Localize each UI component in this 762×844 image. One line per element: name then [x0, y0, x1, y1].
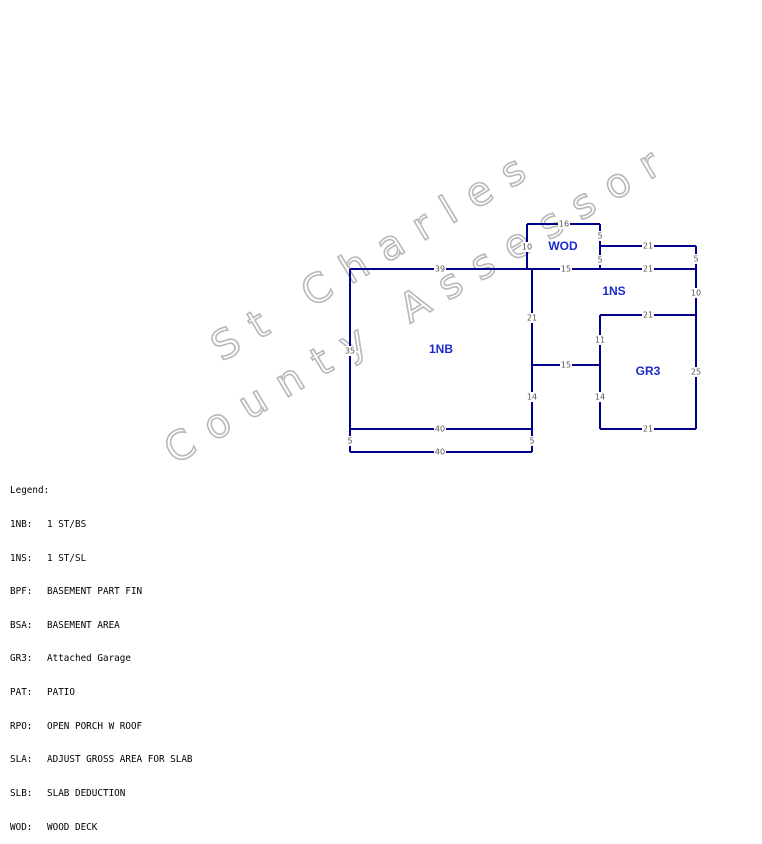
legend-desc: Attached Garage [47, 653, 131, 665]
dim-nb-left: 35 [344, 346, 356, 356]
svg-text:21: 21 [643, 425, 653, 434]
svg-text:21: 21 [643, 265, 653, 274]
legend-item: GR3: Attached Garage [10, 653, 193, 664]
legend-item: RPO: OPEN PORCH W ROOF [10, 721, 193, 732]
watermark-line-2: County Assessor [156, 132, 682, 473]
legend-code: WOD: [10, 821, 33, 833]
svg-text:21: 21 [643, 311, 653, 320]
dim-ext-left: 5 [346, 436, 354, 446]
legend-code: PAT: [10, 687, 33, 699]
legend-desc: ADJUST GROSS AREA FOR SLAB [47, 754, 193, 766]
legend-code: RPO: [10, 720, 33, 732]
legend-desc: WOOD DECK [47, 821, 98, 833]
dim-wod-left: 10 [521, 242, 533, 252]
dim-gr-left-upper: 11 [594, 335, 606, 345]
legend-code: BPF: [10, 586, 33, 598]
legend-desc: OPEN PORCH W ROOF [47, 720, 143, 732]
svg-text:15: 15 [561, 265, 571, 274]
area-labels: 1NB 1NS WOD GR3 [429, 239, 661, 378]
legend-code: SLA: [10, 754, 33, 766]
svg-text:5: 5 [693, 255, 698, 264]
svg-text:14: 14 [527, 393, 537, 402]
legend-code: GR3: [10, 653, 33, 665]
dim-gr-left-lower: 14 [594, 392, 606, 402]
svg-text:5: 5 [597, 256, 602, 265]
legend-item: WOD: WOOD DECK [10, 822, 193, 833]
legend-desc: SLAB DEDUCTION [47, 787, 126, 799]
dim-wod-right-lower: 5 [596, 255, 604, 265]
dim-mid-21: 21 [642, 264, 654, 274]
dim-gr-right: 25 [690, 367, 702, 377]
dim-ext-bottom: 40 [434, 447, 446, 457]
legend-desc: PATIO [47, 687, 75, 699]
svg-text:21: 21 [643, 242, 653, 251]
legend-item: SLB: SLAB DEDUCTION [10, 788, 193, 799]
area-label-1ns: 1NS [602, 284, 625, 298]
legend-desc: BASEMENT AREA [47, 619, 120, 631]
dim-nb-top: 39 [434, 264, 446, 274]
legend-code: 1NS: [10, 552, 33, 564]
area-label-1nb: 1NB [429, 342, 453, 356]
legend-title: Legend: [10, 485, 50, 497]
svg-text:25: 25 [691, 368, 701, 377]
watermark: St Charles County Assessor [156, 131, 684, 474]
svg-text:10: 10 [522, 243, 532, 252]
dim-wod-right: 5 [596, 231, 604, 241]
svg-text:15: 15 [561, 361, 571, 370]
legend: Legend: 1NB: 1 ST/BS 1NS: 1 ST/SL BPF: BASE… [10, 463, 193, 844]
svg-text:39: 39 [435, 265, 445, 274]
svg-text:16: 16 [559, 220, 569, 229]
area-label-gr3: GR3 [636, 364, 661, 378]
svg-text:11: 11 [595, 336, 605, 345]
dim-gr-bottom: 21 [642, 424, 654, 434]
dim-inner-15: 15 [560, 360, 572, 370]
dim-nb-bottom: 40 [434, 424, 446, 434]
dim-top-right: 21 [642, 241, 654, 251]
dim-gr-top: 21 [642, 310, 654, 320]
svg-text:40: 40 [435, 425, 445, 434]
svg-text:5: 5 [347, 437, 352, 446]
dim-ns-right: 10 [690, 288, 702, 298]
dim-nb-right-lower: 14 [526, 392, 538, 402]
dim-nb-right-upper: 21 [526, 313, 538, 323]
dim-ext-right: 5 [528, 436, 536, 446]
legend-code: 1NB: [10, 519, 33, 531]
dimension-labels: 16 10 5 5 21 5 39 15 21 35 21 10 21 11 2… [344, 219, 702, 457]
legend-item: PAT: PATIO [10, 687, 193, 698]
dim-right-upper: 5 [692, 254, 700, 264]
area-label-wod: WOD [548, 239, 578, 253]
svg-text:40: 40 [435, 448, 445, 457]
dim-wod-top: 16 [558, 219, 570, 229]
svg-text:21: 21 [527, 314, 537, 323]
svg-text:5: 5 [597, 232, 602, 241]
svg-text:5: 5 [529, 437, 534, 446]
legend-desc: 1 ST/SL [47, 552, 87, 564]
legend-item: 1NB: 1 ST/BS [10, 519, 193, 530]
dim-mid-15: 15 [560, 264, 572, 274]
legend-code: SLB: [10, 787, 33, 799]
legend-desc: BASEMENT PART FIN [47, 586, 143, 598]
legend-item: 1NS: 1 ST/SL [10, 553, 193, 564]
legend-item: BSA: BASEMENT AREA [10, 620, 193, 631]
svg-text:10: 10 [691, 289, 701, 298]
svg-text:14: 14 [595, 393, 605, 402]
legend-item: BPF: BASEMENT PART FIN [10, 586, 193, 597]
svg-text:35: 35 [345, 347, 355, 356]
legend-code: BSA: [10, 619, 33, 631]
legend-desc: 1 ST/BS [47, 519, 87, 531]
building-sketch: St Charles County Assessor 16 10 5 5 21 … [156, 131, 702, 474]
legend-item: SLA: ADJUST GROSS AREA FOR SLAB [10, 754, 193, 765]
